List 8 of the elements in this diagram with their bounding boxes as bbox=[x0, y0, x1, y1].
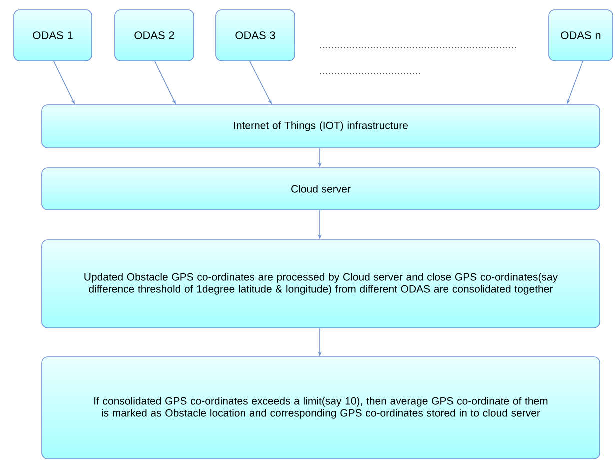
process-box: Updated Obstacle GPS co-ordinates are processed by Cloud server and close GPS co-ordinates(say difference threshold of 1degree latitude & longitude) from different ODAS are consolidated together bbox=[42, 240, 600, 328]
process-box: Cloud server bbox=[42, 168, 600, 210]
odas-box: ODAS 1 bbox=[14, 10, 92, 62]
odas-box: ODAS 3 bbox=[216, 10, 296, 62]
process-box: Internet of Things (IOT) infrastructure bbox=[42, 104, 600, 148]
odas-box: ODAS 2 bbox=[114, 10, 194, 62]
process-box: If consolidated GPS co-ordinates exceeds a limit(say 10), then average GPS co-ordinate of them is marked as Obstacle location and corresponding GPS co-ordinates stored in to cloud server bbox=[42, 356, 600, 460]
odas-box: ODAS n bbox=[548, 10, 614, 62]
